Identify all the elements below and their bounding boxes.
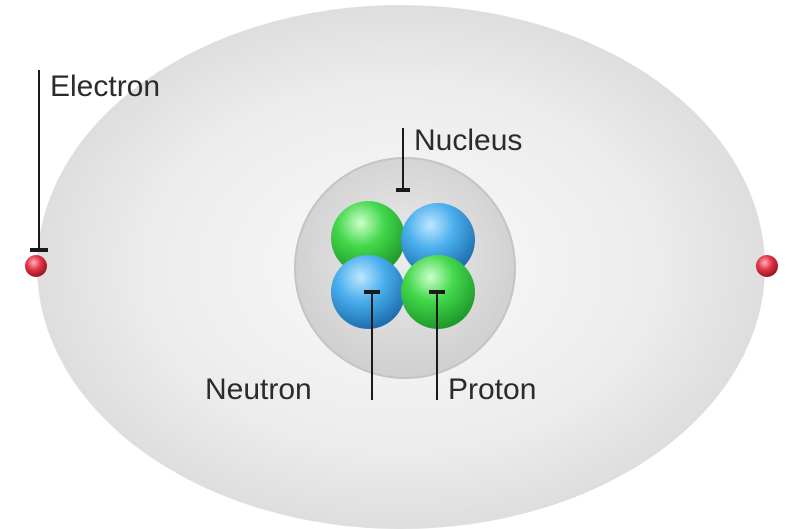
leader-lines — [30, 70, 445, 400]
neutron-label: Neutron — [205, 373, 312, 406]
electron-right — [756, 255, 778, 277]
nucleus-label: Nucleus — [414, 124, 522, 157]
electron-label: Electron — [50, 70, 160, 103]
electron-left — [25, 255, 47, 277]
neutron-top-right — [401, 203, 475, 277]
proton-label: Proton — [448, 373, 536, 406]
proton-top-left — [331, 201, 405, 275]
